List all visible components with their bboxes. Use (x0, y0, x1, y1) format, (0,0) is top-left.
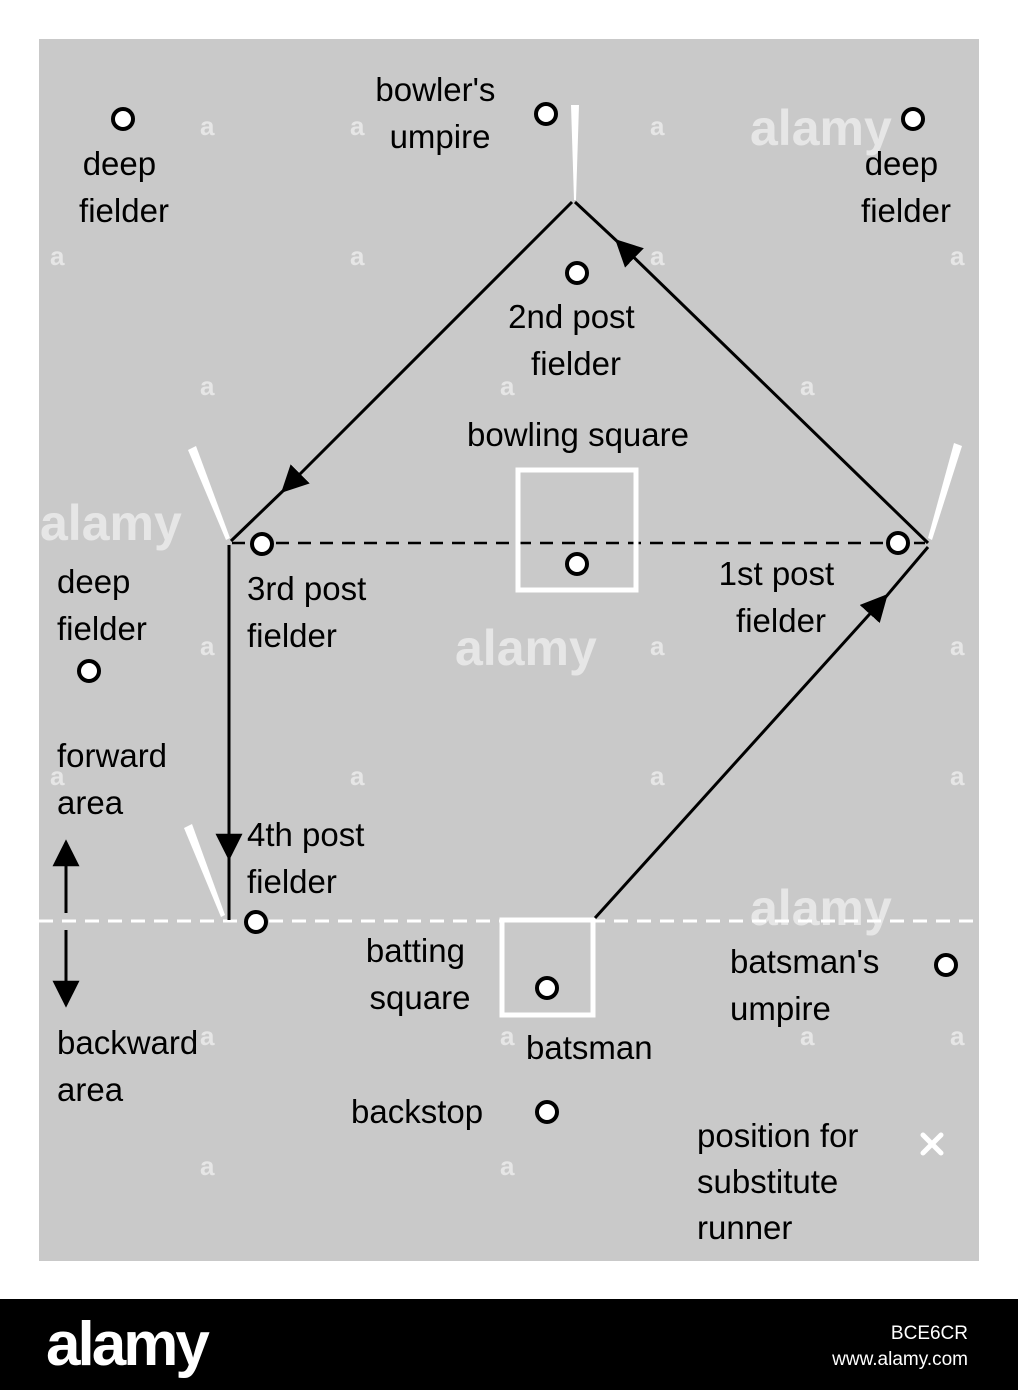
field-background (39, 39, 979, 1261)
batsmans-umpire-label: batsman's umpire (730, 943, 889, 1027)
watermark-mark: a (200, 631, 215, 661)
bowler-marker (565, 552, 589, 576)
fourth-post-fielder-marker (244, 910, 268, 934)
batsmans-umpire-marker (934, 953, 958, 977)
labels: bowler's umpire deep fielder deep fielde… (57, 71, 951, 1246)
watermark-mark: a (950, 631, 965, 661)
watermark-mark: a (50, 241, 65, 271)
substitute-runner-label: position for substitute runner (697, 1117, 868, 1246)
watermark-mark: a (200, 1151, 215, 1181)
watermark-logo: alamy (455, 620, 597, 676)
second-post-fielder-label: 2nd post fielder (508, 298, 644, 382)
watermark-mark: a (950, 241, 965, 271)
batting-square (499, 917, 596, 1018)
watermark-mark: a (950, 761, 965, 791)
batting-square-label: batting square (366, 932, 474, 1016)
deep-fielder-marker (77, 659, 101, 683)
posts (184, 105, 962, 917)
alamy-logo: alamy (46, 1310, 210, 1379)
deep-fielder-label: deep fielder (861, 145, 951, 229)
first-post-fielder-marker (886, 531, 910, 555)
watermark-footer: alamy BCE6CR www.alamy.com (0, 1299, 1018, 1390)
watermark-mark: a (650, 111, 665, 141)
deep-fielder-marker (901, 107, 925, 131)
site-url: www.alamy.com (832, 1349, 968, 1370)
watermark-mark: a (200, 371, 215, 401)
watermark-mark: a (200, 111, 215, 141)
forward-area-label: forward area (57, 737, 176, 821)
third-post (188, 446, 230, 540)
batsman-label: batsman (526, 1029, 653, 1066)
batsman-marker (535, 976, 559, 1000)
watermark-mark: a (350, 241, 365, 271)
watermark-mark: a (200, 1021, 215, 1051)
running-path (215, 200, 930, 920)
watermark-mark: a (650, 761, 665, 791)
watermark-mark: a (650, 631, 665, 661)
first-post (928, 443, 962, 540)
watermark-mark: a (950, 1021, 965, 1051)
watermark-mark: a (500, 1151, 515, 1181)
watermark-logo: alamy (40, 495, 182, 551)
deep-fielder-marker (111, 107, 135, 131)
backward-area-label: backward area (57, 1024, 207, 1108)
bowling-square (515, 467, 639, 593)
watermark-logo: alamy (750, 880, 892, 936)
bowling-square-label: bowling square (467, 416, 689, 453)
third-post-fielder-marker (250, 532, 274, 556)
watermark-mark: a (500, 1021, 515, 1051)
fourth-post-fielder-label: 4th post fielder (247, 816, 374, 900)
image-info: BCE6CR www.alamy.com (832, 1321, 968, 1373)
deep-fielder-label: deep fielder (57, 563, 147, 647)
watermark-mark: a (350, 761, 365, 791)
first-post-fielder-label: 1st post fielder (719, 555, 844, 639)
player-positions (77, 102, 958, 1124)
watermark-layer: a a a a a a a a a a a a a a a a a a a a … (40, 100, 965, 1181)
substitute-runner-cross (920, 1132, 944, 1156)
backstop-label: backstop (351, 1093, 483, 1130)
second-post-fielder-marker (565, 261, 589, 285)
watermark-mark: a (350, 111, 365, 141)
fourth-post (184, 824, 225, 917)
image-id: BCE6CR (890, 1323, 968, 1344)
backstop-marker (535, 1100, 559, 1124)
rounders-field-diagram: a a a a a a a a a a a a a a a a a a a a … (39, 39, 979, 1261)
watermark-mark: a (800, 1021, 815, 1051)
second-post (571, 105, 579, 200)
bowlers-umpire-marker (534, 102, 558, 126)
watermark-logo: alamy (750, 100, 892, 156)
deep-fielder-label: deep fielder (79, 145, 169, 229)
bowlers-umpire-label: bowler's umpire (375, 71, 504, 155)
watermark-mark: a (500, 371, 515, 401)
watermark-mark: a (50, 761, 65, 791)
watermark-mark: a (800, 371, 815, 401)
third-post-fielder-label: 3rd post fielder (247, 570, 375, 654)
watermark-mark: a (650, 241, 665, 271)
